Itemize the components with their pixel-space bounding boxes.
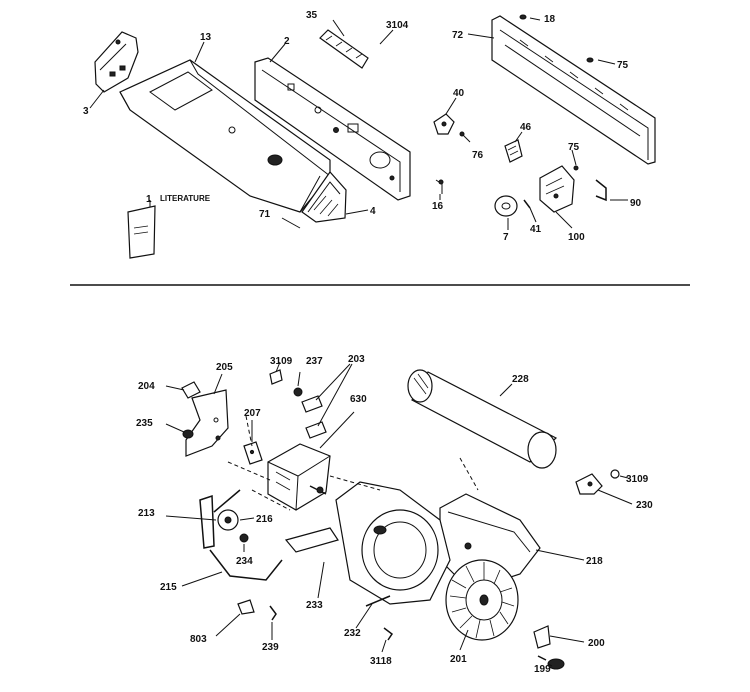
label-230: 230 [636,500,653,511]
part-803-clip [237,599,255,615]
part-234-washer [239,533,249,543]
part-215-rod [209,549,283,581]
label-40: 40 [453,88,465,99]
label-239: 239 [262,642,279,653]
part-46-block [504,139,523,163]
part-72-rear-bracket [491,15,656,165]
label-75a: 75 [617,60,629,71]
part-7-washer [494,195,518,217]
part-239-spring [269,605,277,621]
part-40-switch [433,113,455,135]
part-630-motor [267,443,331,511]
part-2-back-panel [254,57,411,201]
part-230-thermostat [575,473,603,495]
label-41: 41 [530,224,542,235]
label-35: 35 [306,10,318,21]
label-76: 76 [472,150,484,161]
label-3118: 3118 [370,656,392,667]
label-75b: 75 [568,142,580,153]
label-213: 213 [138,508,155,519]
label-3104: 3104 [386,20,409,31]
label-18: 18 [544,14,556,25]
label-3: 3 [83,106,89,117]
label-216: 216 [256,514,273,525]
part-3118-clip [383,627,394,641]
screw-75b-icon [573,165,579,171]
part-41-pin [523,199,531,209]
label-215: 215 [160,582,177,593]
part-201-blower-wheel [445,559,519,641]
label-201: 201 [450,654,467,665]
part-205-bracket [185,389,229,457]
label-16: 16 [432,201,444,212]
part-3-endcap [94,31,139,93]
label-203: 203 [348,354,365,365]
label-228: 228 [512,374,529,385]
label-803: 803 [190,634,207,645]
part-3109b-screw [610,469,620,479]
label-46: 46 [520,122,532,133]
label-71: 71 [259,209,271,220]
label-630: 630 [350,394,367,405]
part-237-screw [293,387,303,397]
label-204: 204 [138,381,155,392]
part-203-clips [301,395,327,439]
part-235-screw [182,429,194,439]
label-13: 13 [200,32,212,43]
part-16-screw [435,179,444,194]
part-90-clip [595,179,607,202]
label-7: 7 [503,232,509,243]
label-1: 1 [146,194,152,205]
screw-18-icon [519,14,527,20]
label-199: 199 [534,664,551,675]
label-3109b: 3109 [626,474,649,485]
screw-75a-icon [586,57,594,63]
label-232: 232 [344,628,361,639]
label-234: 234 [236,556,253,567]
label-200: 200 [588,638,605,649]
part-216-pulley [217,509,239,531]
blower-housing-front [335,481,451,605]
part-207-switch [243,441,263,465]
label-72: 72 [452,30,464,41]
part-3109a-screw [269,369,283,385]
part-13-control-panel [119,59,331,213]
screw-76-icon [459,131,471,143]
label-2: 2 [284,36,290,47]
part-1-literature [127,205,156,259]
label-literature: LITERATURE [160,194,211,203]
label-4: 4 [370,206,376,217]
part-233-belt [284,527,339,553]
label-90: 90 [630,198,642,209]
label-205: 205 [216,362,233,373]
label-233: 233 [306,600,323,611]
part-228-duct [407,369,558,469]
part-213-idler-arm [199,489,241,549]
part-204-clip [181,381,201,399]
part-35-plate [319,29,369,69]
label-235: 235 [136,418,153,429]
part-4-endcap [301,171,347,223]
part-200-bracket [533,625,551,649]
label-237: 237 [306,356,323,367]
label-218: 218 [586,556,603,567]
part-100-bracket [539,165,575,213]
label-3109a: 3109 [270,356,293,367]
part-232-pin [365,595,391,607]
label-207: 207 [244,408,261,419]
label-100: 100 [568,232,585,243]
